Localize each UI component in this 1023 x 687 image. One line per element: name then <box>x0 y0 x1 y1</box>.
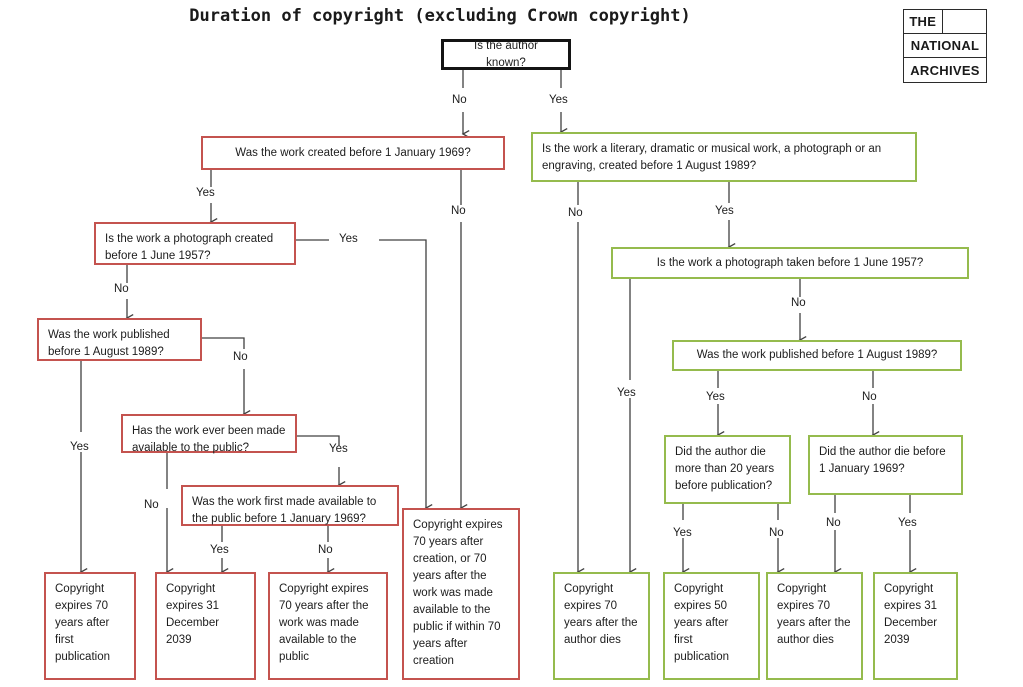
edge-label-published-1989-no-green: No <box>862 391 877 403</box>
logo-text-archives: ARCHIVES <box>910 62 980 78</box>
edge-label-literary-no: No <box>568 207 583 219</box>
node-label: Copyright expires 50 years after first p… <box>674 583 729 663</box>
edge-label-created-1969-yes: Yes <box>196 187 215 199</box>
outcome-expires-31-december-2039-red[interactable]: Copyright expires 31 December 2039 <box>155 572 256 680</box>
edge-label-died-20-years-no: No <box>769 527 784 539</box>
edge-label-published-1989-no-red: No <box>233 351 248 363</box>
node-work-created-before-1969[interactable]: Was the work created before 1 January 19… <box>201 136 505 170</box>
node-label: Was the work created before 1 January 19… <box>235 146 471 159</box>
node-label: Copyright expires 70 years after the wor… <box>279 583 369 663</box>
outcome-expires-31-december-2039-green[interactable]: Copyright expires 31 December 2039 <box>873 572 958 680</box>
node-photograph-taken-before-1957[interactable]: Is the work a photograph taken before 1 … <box>611 247 969 279</box>
node-first-made-available-before-1969[interactable]: Was the work first made available to the… <box>181 485 399 526</box>
logo-text-the: THE <box>904 10 943 33</box>
node-label: Is the work a photograph taken before 1 … <box>656 256 924 269</box>
edge-label-first-available-yes: Yes <box>210 544 229 556</box>
edge-label-published-1989-yes-green: Yes <box>706 391 725 403</box>
logo-text-national: NATIONAL <box>910 38 980 53</box>
edge-label-died-before-1969-no: No <box>826 517 841 529</box>
node-label: Was the work first made available to the… <box>192 496 377 525</box>
node-is-author-known[interactable]: Is the author known? <box>441 39 571 70</box>
node-literary-dramatic-musical-before-1989[interactable]: Is the work a literary, dramatic or musi… <box>531 132 917 182</box>
node-label: Copyright expires 70 years after creatio… <box>413 519 503 667</box>
edge-label-photo-taken-1957-yes: Yes <box>617 387 636 399</box>
logo-row-the: THE <box>904 10 986 34</box>
node-label: Did the author die before 1 January 1969… <box>819 446 946 475</box>
node-label: Copyright expires 70 years after the aut… <box>777 583 851 646</box>
outcome-70-years-after-first-publication[interactable]: Copyright expires 70 years after first p… <box>44 572 136 680</box>
edge-label-author-known-yes: Yes <box>549 94 568 106</box>
node-label: Copyright expires 70 years after first p… <box>55 583 110 663</box>
logo-row-archives: ARCHIVES <box>904 58 986 82</box>
node-label: Is the work a literary, dramatic or musi… <box>542 143 882 172</box>
node-label: Did the author die more than 20 years be… <box>675 446 775 492</box>
node-label: Copyright expires 31 December 2039 <box>166 583 220 646</box>
edge-label-photo-taken-1957-no: No <box>791 297 806 309</box>
outcome-70-years-after-author-dies-1[interactable]: Copyright expires 70 years after the aut… <box>553 572 650 680</box>
edge-label-died-20-years-yes: Yes <box>673 527 692 539</box>
node-label: Copyright expires 31 December 2039 <box>884 583 938 646</box>
edge-label-first-available-no: No <box>318 544 333 556</box>
national-archives-logo: THE NATIONAL ARCHIVES <box>903 9 987 83</box>
edge-label-photo-1957-no: No <box>114 283 129 295</box>
edge-label-literary-yes: Yes <box>715 205 734 217</box>
edge-label-photo-1957-yes: Yes <box>339 233 358 245</box>
edge-label-author-known-no: No <box>452 94 467 106</box>
outcome-50-years-after-first-publication[interactable]: Copyright expires 50 years after first p… <box>663 572 760 680</box>
edge-label-created-1969-no: No <box>451 205 466 217</box>
logo-cell-empty <box>943 10 986 33</box>
node-ever-made-available-to-public[interactable]: Has the work ever been made available to… <box>121 414 297 454</box>
node-author-died-before-1969[interactable]: Did the author die before 1 January 1969… <box>808 435 963 495</box>
node-label: Was the work published before 1 August 1… <box>696 349 938 361</box>
edge-label-made-available-no: No <box>144 499 159 511</box>
node-label: Copyright expires 70 years after the aut… <box>564 583 638 646</box>
node-published-before-1989-green[interactable]: Was the work published before 1 August 1… <box>672 340 962 371</box>
node-published-before-1989-red[interactable]: Was the work published before 1 August 1… <box>37 318 202 361</box>
edge-label-published-1989-yes-red: Yes <box>70 441 89 453</box>
node-label: Has the work ever been made available to… <box>132 425 286 454</box>
edge-label-made-available-yes: Yes <box>329 443 348 455</box>
outcome-70-years-after-creation-or-available[interactable]: Copyright expires 70 years after creatio… <box>402 508 520 680</box>
node-label: Was the work published before 1 August 1… <box>48 329 170 358</box>
page-title: Duration of copyright (excluding Crown c… <box>189 6 691 26</box>
node-label: Is the author known? <box>474 39 538 69</box>
outcome-70-years-after-made-available[interactable]: Copyright expires 70 years after the wor… <box>268 572 388 680</box>
node-photograph-created-before-1957[interactable]: Is the work a photograph created before … <box>94 222 296 265</box>
outcome-70-years-after-author-dies-2[interactable]: Copyright expires 70 years after the aut… <box>766 572 863 680</box>
node-author-died-20-years-before-publication[interactable]: Did the author die more than 20 years be… <box>664 435 791 504</box>
edge-label-died-before-1969-yes: Yes <box>898 517 917 529</box>
logo-row-national: NATIONAL <box>904 34 986 58</box>
node-label: Is the work a photograph created before … <box>105 233 274 262</box>
